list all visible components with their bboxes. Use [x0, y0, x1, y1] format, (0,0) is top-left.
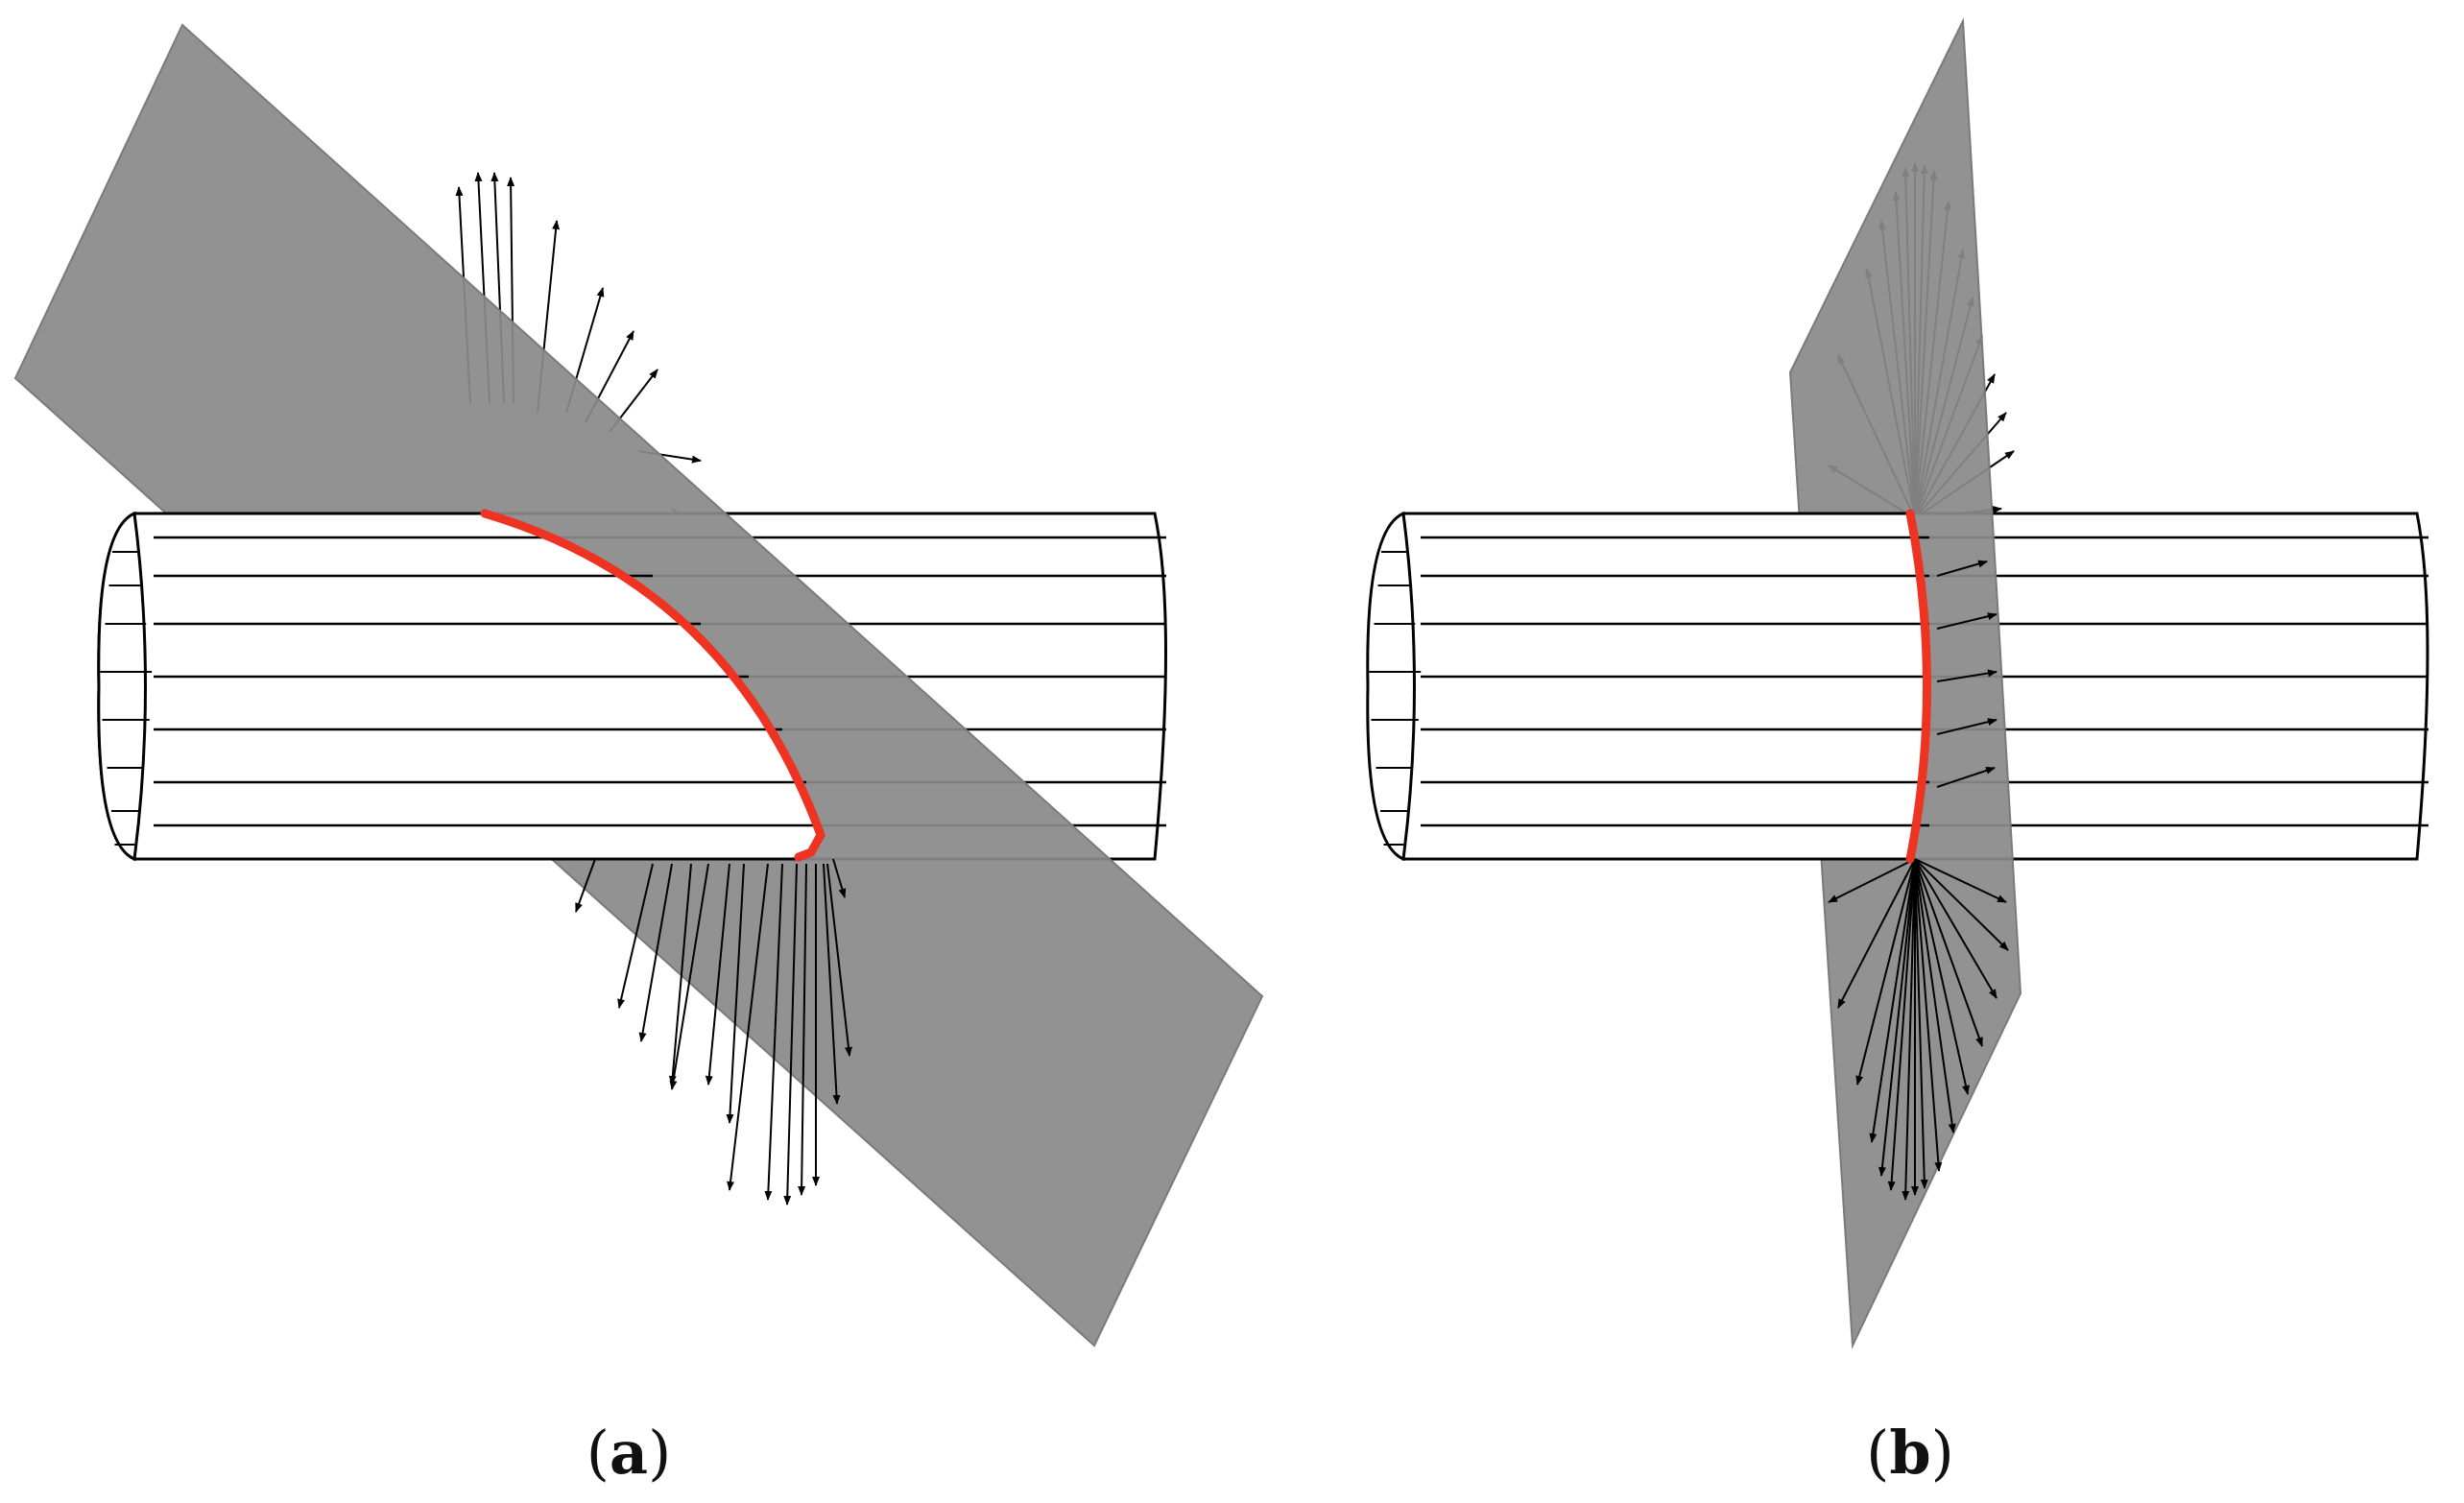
normal-vector [1914, 858, 1943, 1172]
normal-vector [1887, 858, 1916, 1191]
normal-vector [798, 863, 807, 1196]
normal-vector [705, 863, 730, 1086]
cylinder-front-part-a [134, 513, 821, 859]
normal-vector [1914, 858, 2009, 951]
cylinder-end-cap-front-a [97, 511, 147, 862]
normal-vector [1936, 560, 1988, 577]
normal-vector [669, 863, 709, 1090]
normal-vector [1914, 858, 2007, 903]
normal-vector [1914, 858, 1998, 999]
normal-vector [823, 863, 841, 1105]
normal-vector [783, 863, 798, 1205]
end-cap-lines-b [1369, 551, 1422, 846]
cylinder-front-ruling-lines-b [1421, 536, 1929, 827]
normal-vector [1828, 858, 1916, 903]
normal-vector [727, 863, 769, 1191]
normal-vector [1914, 858, 1928, 1189]
normal-vector [1936, 612, 1998, 630]
normal-vectors-lower-a [575, 858, 852, 1205]
normal-vector [668, 863, 692, 1086]
cylinder-end-cap-b [1366, 511, 1416, 862]
normal-vector [1902, 858, 1916, 1201]
normal-vector [1936, 718, 1998, 735]
normal-vector [1914, 858, 1983, 1047]
cylinder-front-part-b [1403, 513, 1927, 859]
caption-b: (b) [1866, 1418, 1954, 1488]
panel-b [1366, 17, 2429, 1349]
normal-vectors-front-b [1828, 560, 2009, 1201]
normal-vector [764, 863, 783, 1201]
normal-vector [1936, 669, 1998, 682]
normal-vector [617, 863, 654, 1009]
normal-vector [1878, 858, 1916, 1177]
normal-vector [1914, 858, 1956, 1133]
normal-vector [1936, 767, 1996, 788]
panel-a [13, 23, 1264, 1348]
normal-vector [575, 858, 596, 913]
normal-vector [826, 863, 852, 1057]
intersection-curve-a [480, 509, 825, 862]
normal-vector [832, 858, 847, 898]
normal-vector [1855, 858, 1916, 1086]
intersection-curve-b [1905, 509, 1931, 864]
normal-vector [1914, 858, 1970, 1095]
caption-a: (a) [586, 1418, 672, 1488]
normal-vector [1869, 858, 1916, 1143]
normal-vector [1837, 858, 1916, 1009]
cylinder-front-ruling-lines-a [154, 536, 818, 827]
normal-vector [638, 863, 673, 1042]
normal-vector [726, 863, 745, 1124]
